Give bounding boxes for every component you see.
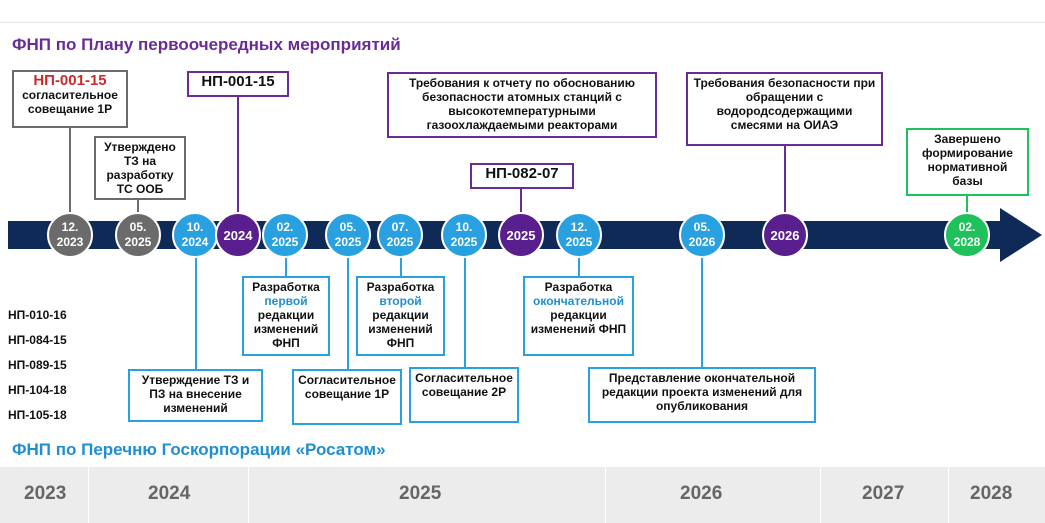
document-item: НП-084-15 xyxy=(8,333,67,347)
connector-line xyxy=(578,258,580,278)
np-001-15-description: согласительное совещание 1Р xyxy=(22,88,118,116)
np-082-07-box: НП-082-07 xyxy=(470,163,574,189)
document-item: НП-105-18 xyxy=(8,408,67,422)
timeline-arrowhead xyxy=(1000,208,1042,262)
connector-line xyxy=(137,200,139,216)
connector-line xyxy=(285,258,287,278)
milestone-07-2025: 07.2025 xyxy=(377,212,423,258)
connector-line xyxy=(784,146,786,213)
year-separator xyxy=(248,467,249,523)
approve-tz-box: Утверждение ТЗ и ПЗ на внесение изменени… xyxy=(128,369,263,422)
year-separator xyxy=(605,467,606,523)
year-2027: 2027 xyxy=(862,483,905,504)
milestone-2026: 2026 xyxy=(762,212,808,258)
np-001-15-conference-box: НП-001-15 согласительное совещание 1Р xyxy=(12,70,128,128)
np-001-15-2024-box: НП-001-15 xyxy=(187,71,289,97)
final-submission-box: Представление окончательной редакции про… xyxy=(588,367,816,423)
report-requirements-box: Требования к отчету по обоснованию безоп… xyxy=(387,72,657,138)
hydrogen-requirements-box: Требования безопасности при обращении с … xyxy=(686,72,883,146)
completion-box: Завершено формирование нормативной базы xyxy=(906,128,1029,196)
year-separator xyxy=(948,467,949,523)
milestone-10-2024: 10.2024 xyxy=(172,212,218,258)
year-footer xyxy=(0,467,1045,523)
connector-line xyxy=(237,95,239,213)
milestone-2024: 2024 xyxy=(215,212,261,258)
milestone-02-2025: 02.2025 xyxy=(262,212,308,258)
connector-line xyxy=(69,128,71,216)
connector-line xyxy=(701,258,703,368)
connector-line xyxy=(400,258,402,278)
year-2024: 2024 xyxy=(148,483,191,504)
dev-final-edition-box: Разработка окончательной редакции измене… xyxy=(523,276,634,356)
year-separator xyxy=(88,467,89,523)
document-list: НП-010-16 НП-084-15 НП-089-15 НП-104-18 … xyxy=(8,303,67,428)
milestone-2025: 2025 xyxy=(498,212,544,258)
document-item: НП-010-16 xyxy=(8,308,67,322)
milestone-02-2028: 02.2028 xyxy=(944,212,990,258)
year-2028: 2028 xyxy=(970,483,1013,504)
connector-line xyxy=(966,196,968,216)
milestone-05-2026: 05.2026 xyxy=(679,212,725,258)
year-2023: 2023 xyxy=(24,483,67,504)
np-001-15-code: НП-001-15 xyxy=(33,72,107,89)
dev-second-edition-box: Разработка второй редакции изменений ФНП xyxy=(356,276,445,356)
milestone-12-2025: 12.2025 xyxy=(556,212,602,258)
conference-1r-box: Согласительное совещание 1Р xyxy=(292,369,402,425)
connector-line xyxy=(520,188,522,212)
connector-line xyxy=(464,258,466,368)
year-separator xyxy=(820,467,821,523)
milestone-05-2025: 05.2025 xyxy=(325,212,371,258)
document-item: НП-089-15 xyxy=(8,358,67,372)
dev-first-edition-box: Разработка первой редакции изменений ФНП xyxy=(242,276,330,356)
connector-line xyxy=(195,258,197,370)
conference-2r-box: Согласительное совещание 2Р xyxy=(409,367,519,423)
connector-line xyxy=(347,258,349,370)
milestone-12-2023: 12.2023 xyxy=(47,212,93,258)
tz-oob-box: Утверждено ТЗ на разработку ТС ООБ xyxy=(94,136,186,200)
milestone-10-2025: 10.2025 xyxy=(441,212,487,258)
milestone-05-2025-gray: 05.2025 xyxy=(115,212,161,258)
top-heading: ФНП по Плану первоочередных мероприятий xyxy=(12,35,401,54)
bottom-heading: ФНП по Перечню Госкорпорации «Росатом» xyxy=(12,440,386,459)
year-2026: 2026 xyxy=(680,483,723,504)
document-item: НП-104-18 xyxy=(8,383,67,397)
year-2025: 2025 xyxy=(399,483,442,504)
